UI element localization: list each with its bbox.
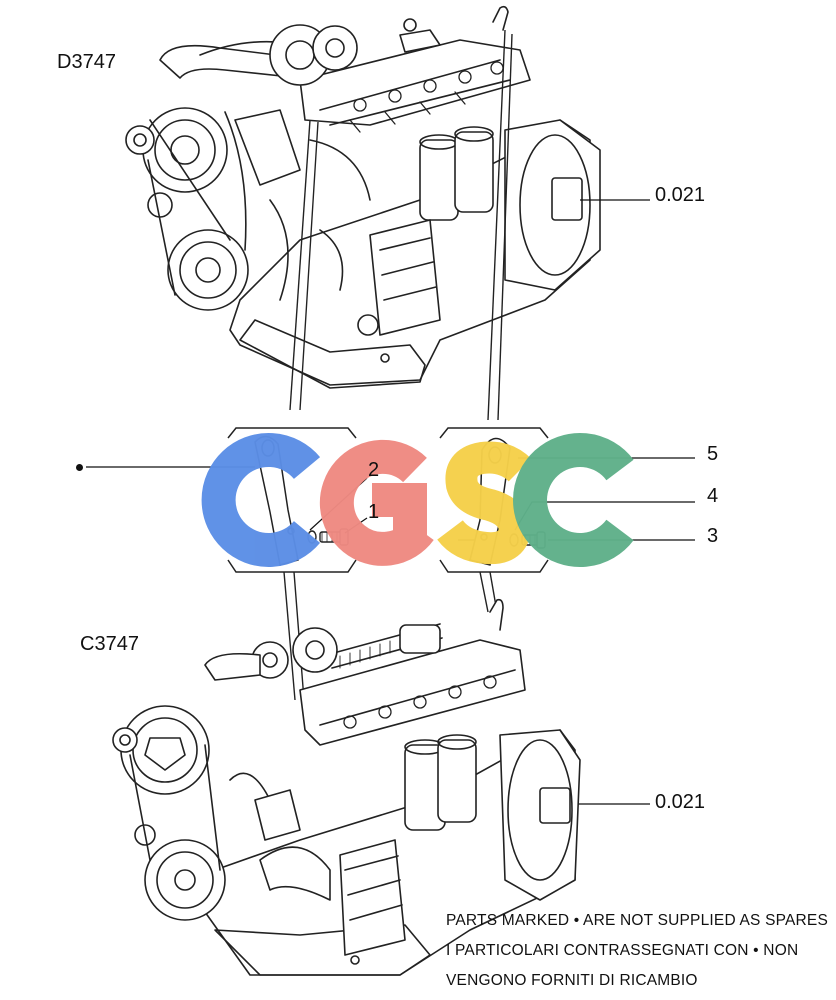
not-supplied-marker [76, 464, 83, 471]
group-ref-bottom: 0.021 [655, 791, 706, 813]
note-italian-line2: VENGONO FORNITI DI RICAMBIO [446, 972, 698, 989]
model-label-bottom: C3747 [80, 633, 139, 655]
engine-c3747-illustration [112, 598, 581, 976]
callout-5: 5 [707, 443, 719, 465]
top-leader-lines [289, 29, 513, 421]
cgsc-watermark [201, 433, 634, 567]
group-ref-top: 0.021 [655, 184, 706, 206]
engine-d3747-illustration [125, 5, 601, 389]
watermark-letter-c2 [513, 433, 634, 567]
note-english: PARTS MARKED • ARE NOT SUPPLIED AS SPARE… [446, 912, 829, 929]
callout-4: 4 [707, 485, 719, 507]
watermark-letter-s [437, 441, 532, 565]
watermark-letter-g [319, 439, 434, 566]
model-label-top: D3747 [57, 51, 116, 73]
callout-1: 1 [368, 501, 380, 523]
callout-3: 3 [707, 525, 719, 547]
watermark-letter-c1 [201, 433, 321, 567]
callout-2: 2 [368, 459, 380, 481]
note-italian-line1: I PARTICOLARI CONTRASSEGNATI CON • NON [446, 942, 799, 959]
